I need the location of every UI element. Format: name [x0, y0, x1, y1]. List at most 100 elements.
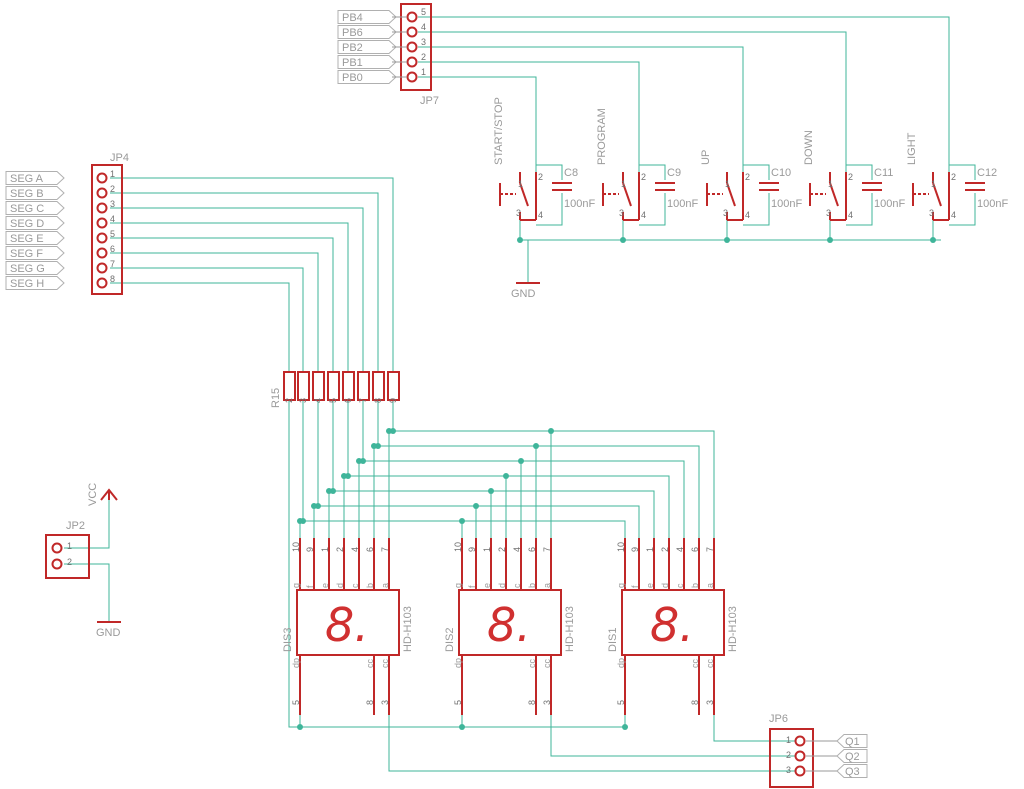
jp6-signal-q3-text: Q3: [845, 766, 860, 778]
display-dis1-top-pin-number: 2: [660, 547, 670, 552]
display-dis2-top-pin-number: 2: [497, 547, 507, 552]
jp7-signal-pb6-text: PB6: [342, 27, 363, 39]
junction-dot: [311, 503, 317, 509]
jp7-signal-pb0-flag: [337, 70, 397, 84]
jp2-gnd-wire: [64, 563, 110, 622]
display-dis3-bottom-pin-number: 8: [365, 700, 375, 705]
display-dis1-top-pin-number: 4: [675, 547, 685, 552]
junction-dot: [473, 503, 479, 509]
jp4-pin-circle: [96, 247, 108, 259]
display-dis3-seg-letter: a: [380, 583, 390, 588]
jp4-signal-seg_f-flag: [5, 246, 65, 260]
jp6-signal-q2-flag: [836, 749, 868, 763]
button-program-cap-bottom-wire: [639, 193, 666, 226]
segment-row-wire: [303, 520, 626, 538]
junction-dot: [297, 518, 303, 524]
junction-dot: [622, 724, 628, 730]
display-dis1-seg-letter: d: [660, 583, 670, 588]
button-start-stop-cap-top-wire: [536, 164, 563, 180]
jp6-signal-q3-flag: [836, 764, 868, 778]
jp4-signal-seg_h-flag: [5, 276, 65, 290]
display-dis1-seg-letter: f: [630, 585, 640, 588]
display-dis1-top-pin-number: 9: [630, 547, 640, 552]
display-dis1-bottom-pin-number: 3: [705, 700, 715, 705]
display-dis3-seg-letter: e: [320, 583, 330, 588]
display-dis2-seg-letter: e: [482, 583, 492, 588]
button-down-pin-2: 2: [848, 172, 853, 182]
jp7-pin-circle: [406, 71, 418, 83]
jp6-pin-circle: [794, 750, 806, 762]
display-dis2-bottom-pin-number: 5: [453, 700, 463, 705]
button-light-cap-top-wire: [949, 164, 976, 180]
button-up-label: UP: [700, 150, 712, 165]
r15-element: [387, 371, 400, 401]
display-dis2-seg-letter: b: [527, 583, 537, 588]
junction-dot: [518, 458, 524, 464]
jp7-to-button-wire: [418, 76, 537, 172]
display-dis3-bottom-seg: cc: [365, 659, 375, 669]
junction-dot: [371, 443, 377, 449]
button-program-pin-4: 4: [641, 210, 646, 220]
display-dis1-bottom-pin-number: 8: [690, 700, 700, 705]
r15-element: [297, 371, 310, 401]
dis2-cc-wire: [550, 715, 795, 757]
jp4-pin-number: 1: [110, 169, 115, 179]
button-down-lever: [829, 182, 839, 207]
junction-dot: [724, 237, 730, 243]
display-dis1-part: HD-H103: [727, 606, 739, 652]
display-dis1-seg-letter: e: [645, 583, 655, 588]
jp7-signal-pb4-flag: [337, 10, 397, 24]
button-down-cap-top-wire: [846, 164, 873, 180]
display-dis1-bottom-seg: dp: [616, 658, 626, 668]
display-dis3-top-pin-number: 9: [305, 547, 315, 552]
button-light-pin-4: 4: [951, 210, 956, 220]
display-dis3-seg-letter: b: [365, 583, 375, 588]
button-down-cap-value: 100nF: [874, 198, 905, 210]
display-dis1-bottom-pin-number: 5: [616, 700, 626, 705]
display-dis3-top-pin-number: 6: [365, 547, 375, 552]
button-light-pin-2: 2: [951, 172, 956, 182]
jp4-pin-circle: [96, 262, 108, 274]
display-dis3-body: [296, 589, 400, 656]
display-dis3-bottom-seg: dp: [291, 658, 301, 668]
junction-dot: [326, 488, 332, 494]
jp6-pin-circle: [794, 765, 806, 777]
jp7-pin-circle: [406, 11, 418, 23]
jp7-signal-pb2-text: PB2: [342, 42, 363, 54]
button-start-stop-pin-2: 2: [538, 172, 543, 182]
jp4-to-r15-wire: [110, 177, 394, 372]
junction-dot: [341, 473, 347, 479]
r15-pin-number: 6: [343, 398, 353, 403]
jp7-signal-pb2-flag: [337, 40, 397, 54]
jp7-pin-number: 2: [421, 52, 426, 62]
display-dis2-glyph: 8.: [487, 598, 531, 652]
button-light-label: LIGHT: [906, 132, 918, 165]
display-dis3-seg-letter: d: [335, 583, 345, 588]
display-dis2-seg-letter: g: [453, 583, 463, 588]
button-program-label: PROGRAM: [596, 108, 608, 165]
display-dis1-top-pin-number: 6: [690, 547, 700, 552]
jp7-name: JP7: [420, 95, 439, 107]
jp4-pin-circle: [96, 232, 108, 244]
display-dis2-seg-letter: d: [497, 583, 507, 588]
jp4-signal-seg_c-flag: [5, 201, 65, 215]
display-dis3-top-pin-number: 7: [380, 547, 390, 552]
jp2-gnd-label: GND: [96, 627, 121, 639]
junction-dot: [517, 237, 523, 243]
jp7-pin-number: 3: [421, 37, 426, 47]
jp2-name: JP2: [66, 520, 85, 532]
button-light-pin-1: 1: [931, 179, 936, 189]
r15-element: [357, 371, 370, 401]
jp6-pin-number: 1: [786, 735, 791, 745]
display-dis2-bottom-pin-number: 3: [542, 700, 552, 705]
display-dis3-part: HD-H103: [402, 606, 414, 652]
button-program-pin-2: 2: [641, 172, 646, 182]
display-dis2-top-pin-number: 6: [527, 547, 537, 552]
r15-element: [312, 371, 325, 401]
button-up-pin-3: 3: [723, 208, 728, 218]
parts: [5, 3, 985, 788]
jp7-signal-pb0-text: PB0: [342, 72, 363, 84]
jp7-pin-number: 4: [421, 22, 426, 32]
button-up-lever: [726, 182, 736, 207]
jp4-name: JP4: [110, 152, 129, 164]
